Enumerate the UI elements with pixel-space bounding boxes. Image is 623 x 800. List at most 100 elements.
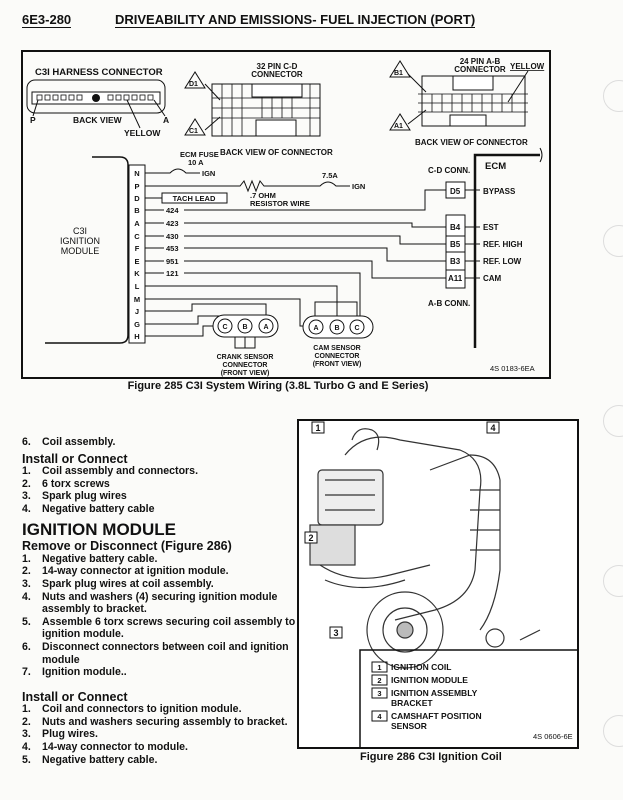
svg-text:YELLOW: YELLOW [510,62,545,71]
svg-text:(FRONT VIEW): (FRONT VIEW) [313,361,362,368]
svg-text:TACH LEAD: TACH LEAD [173,194,216,203]
svg-text:F: F [135,244,140,253]
svg-text:C3I: C3I [73,226,87,236]
svg-text:C: C [354,325,359,332]
svg-text:121: 121 [166,269,179,278]
install-heading: Install or Connect [22,451,128,466]
svg-text:BYPASS: BYPASS [483,187,516,196]
svg-text:A: A [313,325,318,332]
svg-text:C: C [222,324,227,331]
svg-text:N: N [134,169,139,178]
svg-text:2: 2 [308,533,313,543]
svg-text:RESISTOR WIRE: RESISTOR WIRE [250,199,310,208]
svg-text:D5: D5 [450,187,461,196]
svg-text:4S 0183-6EA: 4S 0183-6EA [490,364,535,373]
svg-text:ECM: ECM [485,161,506,172]
svg-text:E: E [134,257,139,266]
svg-text:A-B CONN.: A-B CONN. [428,299,470,308]
svg-text:C: C [134,232,140,241]
svg-text:C-D CONN.: C-D CONN. [428,166,470,175]
svg-text:BACK VIEW: BACK VIEW [73,115,123,125]
svg-text:IGNITION MODULE: IGNITION MODULE [391,675,468,685]
svg-text:4: 4 [377,712,382,721]
svg-text:(FRONT VIEW): (FRONT VIEW) [221,370,270,377]
svg-text:ECM FUSE: ECM FUSE [180,150,219,159]
svg-text:B: B [134,206,140,215]
svg-text:B4: B4 [450,223,461,232]
engine-illustration [309,428,541,669]
svg-text:B3: B3 [450,257,461,266]
svg-text:A: A [134,219,140,228]
svg-text:IGNITION ASSEMBLY: IGNITION ASSEMBLY [391,688,478,698]
procedure-text: 6.Coil assembly. Install or Connect 1.Co… [22,436,302,766]
svg-text:J: J [135,307,139,316]
svg-text:REF. HIGH: REF. HIGH [483,240,523,249]
svg-text:BRACKET: BRACKET [391,698,433,708]
install-heading-2: Install or Connect [22,689,128,704]
svg-text:24 PIN A-B: 24 PIN A-B [460,57,501,66]
svg-text:CAM: CAM [483,274,502,283]
svg-text:IGN: IGN [352,182,365,191]
svg-text:B1: B1 [394,70,403,77]
svg-text:3: 3 [333,628,338,638]
figure-286-caption: Figure 286 C3I Ignition Coil [360,751,502,763]
svg-text:A: A [263,324,268,331]
svg-text:H: H [134,332,139,341]
figure-285-caption: Figure 285 C3I System Wiring (3.8L Turbo… [128,380,429,392]
svg-text:2: 2 [377,676,381,685]
svg-text:4: 4 [490,423,495,433]
svg-text:B5: B5 [450,240,461,249]
svg-text:4S 0606-6E: 4S 0606-6E [533,732,573,741]
svg-text:IGN: IGN [202,169,215,178]
svg-text:P: P [134,182,139,191]
svg-text:3: 3 [377,689,381,698]
svg-text:SENSOR: SENSOR [391,721,427,731]
harness-connector-title: C3I HARNESS CONNECTOR [35,67,163,78]
svg-text:7.5A: 7.5A [322,171,338,180]
svg-text:B: B [334,325,339,332]
svg-text:453: 453 [166,244,179,253]
svg-text:CONNECTOR: CONNECTOR [251,70,303,79]
svg-text:CONNECTOR: CONNECTOR [454,65,506,74]
svg-text:10 A: 10 A [188,158,204,167]
svg-text:IGNITION: IGNITION [60,236,100,246]
harness-connector [26,79,166,114]
svg-text:MODULE: MODULE [61,246,100,256]
svg-text:M: M [134,295,140,304]
svg-text:CONNECTOR: CONNECTOR [223,362,268,369]
svg-text:430: 430 [166,232,179,241]
svg-text:C1: C1 [189,128,198,135]
svg-text:K: K [134,269,140,278]
svg-text:D: D [134,194,140,203]
svg-text:CRANK SENSOR: CRANK SENSOR [217,354,274,361]
svg-text:EST: EST [483,223,499,232]
svg-text:CAM SENSOR: CAM SENSOR [313,345,360,352]
svg-text:L: L [135,282,140,291]
svg-text:REF. LOW: REF. LOW [483,257,522,266]
svg-text:B: B [242,324,247,331]
svg-text:IGNITION COIL: IGNITION COIL [391,662,451,672]
svg-text:424: 424 [166,206,179,215]
svg-text:YELLOW: YELLOW [124,128,161,138]
section-heading: IGNITION MODULE [22,519,176,539]
svg-text:32 PIN C-D: 32 PIN C-D [257,62,298,71]
svg-text:BACK VIEW OF CONNECTOR: BACK VIEW OF CONNECTOR [220,148,333,157]
svg-text:951: 951 [166,257,179,266]
svg-text:A1: A1 [394,123,403,130]
svg-text:A11: A11 [448,274,463,283]
figure-285-wiring-diagram: C3I HARNESS CONNECTOR P BACK VIEW A YELL… [21,50,551,392]
svg-text:423: 423 [166,219,179,228]
svg-text:1: 1 [377,663,381,672]
svg-text:.7 OHM: .7 OHM [250,191,276,200]
remove-heading: Remove or Disconnect (Figure 286) [22,539,232,554]
svg-text:CAMSHAFT POSITION: CAMSHAFT POSITION [391,711,482,721]
page-number: 6E3-280 [22,12,72,28]
svg-text:CONNECTOR: CONNECTOR [315,353,360,360]
svg-text:1: 1 [315,423,320,433]
svg-text:G: G [134,320,140,329]
page-header-title: DRIVEABILITY AND EMISSIONS- FUEL INJECTI… [115,12,476,28]
svg-text:A: A [163,115,169,125]
svg-text:D1: D1 [189,81,198,88]
svg-text:P: P [30,115,36,125]
